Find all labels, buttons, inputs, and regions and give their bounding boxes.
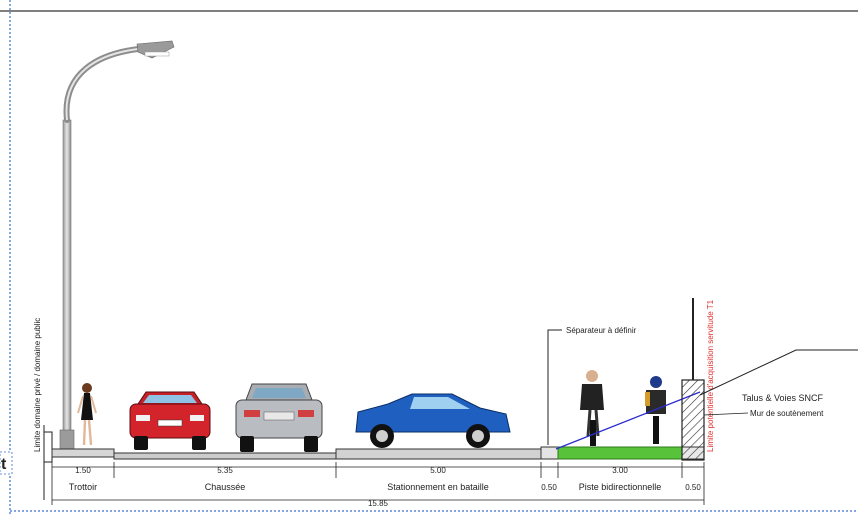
mur-label: Mur de soutènement: [750, 409, 824, 418]
total-width: 15.85: [368, 499, 389, 508]
dimension-lines: [51, 462, 705, 505]
left-limit-label: Limite domaine privé / domaine public: [33, 318, 42, 452]
segment-width-stationnement: 5.00: [430, 466, 446, 475]
talus-leader-line: [699, 349, 858, 396]
parking-surface: [335, 448, 542, 460]
segment-label-right-strip: 0.50: [685, 483, 701, 492]
slope-line: [555, 391, 701, 450]
right-limit-label: Limite potentielle d'acquisition servitu…: [706, 299, 715, 452]
silver-suv: [235, 383, 323, 452]
segment-label-piste: Piste bidirectionnelle: [579, 482, 662, 492]
segment-label-stationnement: Stationnement en bataille: [387, 482, 489, 492]
roadway-surface: [113, 452, 337, 460]
mur-leader-line: [703, 412, 749, 416]
edge-letter: t: [1, 456, 7, 473]
sidewalk-surface: [51, 448, 115, 458]
streetlight: [59, 40, 175, 451]
segment-width-chaussee: 5.35: [217, 466, 233, 475]
edge-letter-box: [0, 451, 13, 475]
red-car: [129, 391, 211, 450]
left-curb: [43, 431, 53, 463]
pedestrian-figure: [77, 383, 97, 446]
cyclist-left: [580, 370, 604, 446]
bike-lane-grass: [557, 446, 683, 460]
separator-leader-line: [547, 329, 562, 445]
segment-width-piste: 3.00: [612, 466, 628, 475]
separator-block: [540, 446, 559, 460]
segment-width-trottoir: 1.50: [75, 466, 91, 475]
segment-label-separator: 0.50: [541, 483, 557, 492]
retaining-wall: [681, 379, 705, 461]
segment-label-chaussee: Chaussée: [205, 482, 246, 492]
segment-label-trottoir: Trottoir: [69, 482, 97, 492]
talus-label: Talus & Voies SNCF: [742, 393, 824, 403]
blue-car: [355, 393, 511, 448]
separator-label: Séparateur à définir: [566, 326, 637, 335]
